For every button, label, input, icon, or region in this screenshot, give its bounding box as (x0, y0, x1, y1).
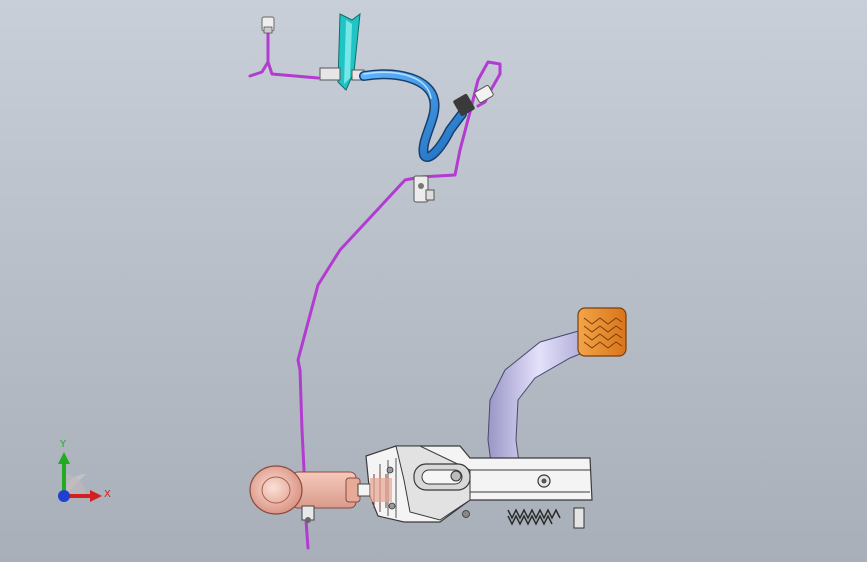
pedal-bracket[interactable] (365, 445, 593, 529)
flexible-hose[interactable] (359, 69, 467, 162)
pipe-fitting-top (261, 16, 275, 34)
pedal-arm[interactable] (487, 329, 591, 471)
hose-end-fitting (453, 85, 494, 117)
triad-graphic (58, 452, 102, 502)
coordinate-triad: Y X (44, 440, 124, 510)
triad-x-label: X (104, 489, 111, 500)
master-cylinder[interactable] (249, 465, 392, 523)
return-spring (507, 508, 561, 526)
triad-y-label: Y (60, 439, 67, 450)
pedal-pad[interactable] (577, 307, 627, 357)
pipe-clip[interactable] (413, 175, 435, 203)
mounting-bracket[interactable] (319, 12, 365, 91)
